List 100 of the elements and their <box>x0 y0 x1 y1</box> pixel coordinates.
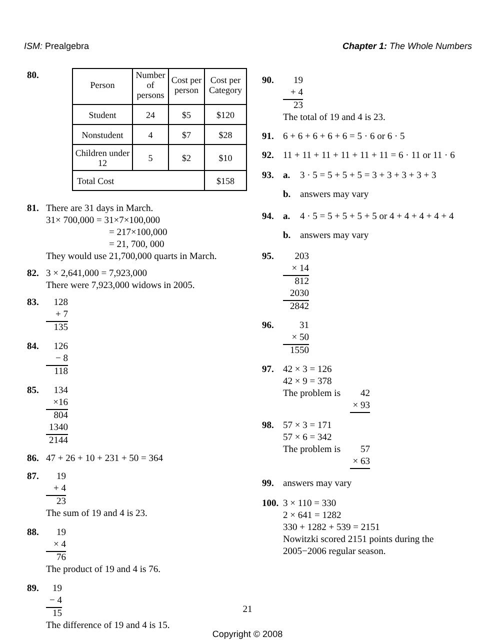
arithmetic-line: 19 <box>56 471 66 483</box>
arithmetic-line: × 50 <box>283 332 309 345</box>
equation: 3 × 2,641,000 = 7,923,000 <box>46 268 147 280</box>
problem-number: 91. <box>262 131 274 143</box>
arithmetic-line: 804 <box>52 410 68 422</box>
problem-number: 92. <box>262 150 274 162</box>
equation: 42 × 9 = 378 <box>283 376 332 388</box>
answer-text: The product of 19 and 4 is 76. <box>46 564 161 576</box>
arithmetic-line: + 4 <box>283 87 303 100</box>
arithmetic-line: 15 <box>52 608 62 620</box>
running-header: Chapter 1: The Whole Numbers <box>341 40 472 52</box>
equation: 3 · 5 = 5 + 5 + 5 = 3 + 3 + 3 + 3 + 3 <box>300 170 436 182</box>
arithmetic-line: 203 <box>294 251 309 263</box>
problem-number: 88. <box>27 527 39 539</box>
table-cell: $5 <box>182 110 191 120</box>
answer-text: The total of 19 and 4 is 23. <box>283 112 386 124</box>
table-cell: $28 <box>218 130 232 140</box>
page-number: 21 <box>242 604 254 616</box>
answer-text: answers may vary <box>300 230 369 242</box>
problem-number: 85. <box>27 385 39 397</box>
arithmetic-line: ×16 <box>46 397 68 410</box>
answer-text: answers may vary <box>283 478 352 490</box>
table-cell: Cost per Category <box>209 75 242 95</box>
table-cell: $7 <box>182 130 191 140</box>
arithmetic-line: − 8 <box>46 353 68 366</box>
part-letter: b. <box>283 230 291 242</box>
table-cell: $2 <box>182 152 191 162</box>
table-cell: Person <box>90 80 115 90</box>
answer-text: They would use 21,700,000 quarts in March. <box>46 251 217 263</box>
arithmetic-line: 42 <box>360 388 370 400</box>
arithmetic-line: 1340 <box>46 422 68 435</box>
arithmetic-line: 23 <box>56 496 66 508</box>
part-letter: a. <box>283 211 290 223</box>
equation: 42 × 3 = 126 <box>283 364 332 376</box>
arithmetic-line: 126 <box>52 341 68 353</box>
equation: 47 + 26 + 10 + 231 + 50 = 364 <box>46 453 164 465</box>
arithmetic-line: 31 <box>298 320 309 332</box>
arithmetic-line: 1550 <box>289 345 309 357</box>
running-header: ISM: Prealgebra <box>24 40 90 52</box>
problem-number: 90. <box>262 75 274 87</box>
problem-number: 96. <box>262 320 274 332</box>
table-cell: Total Cost <box>77 176 114 186</box>
problem-number: 94. <box>262 211 274 223</box>
arithmetic-line: 19 <box>56 527 66 539</box>
answer-text: There are 31 days in March. <box>46 203 154 215</box>
table-cell: 5 <box>148 152 153 162</box>
answer-text: Nowitzki scored 2151 points during the 2005−2006 regular season. <box>283 534 435 558</box>
equation: 57 × 3 = 171 <box>283 420 332 432</box>
problem-number: 99. <box>262 478 274 490</box>
equation: = 21, 700, 000 <box>109 239 164 251</box>
arithmetic-line: × 93 <box>350 400 370 413</box>
problem-number: 84. <box>27 341 39 353</box>
answer-text: The difference of 19 and 4 is 15. <box>46 620 170 632</box>
arithmetic-line: × 63 <box>350 456 370 469</box>
arithmetic-line: + 7 <box>46 309 68 322</box>
answer-text: The problem is <box>283 444 341 456</box>
equation: 11 + 11 + 11 + 11 + 11 + 11 = 6 · 11 or 11 · 6 <box>283 150 455 162</box>
problem-number: 98. <box>262 420 274 432</box>
table-cell: Number of persons <box>136 70 166 100</box>
table-cell: Cost per person <box>171 75 202 95</box>
arithmetic-line: 19 <box>52 583 62 595</box>
equation: 57 × 6 = 342 <box>283 432 332 444</box>
problem-number: 83. <box>27 297 39 309</box>
answer-text: There were 7,923,000 widows in 2005. <box>46 280 195 292</box>
equation: = 217×100,000 <box>109 227 168 239</box>
table-cell: Student <box>88 110 116 120</box>
arithmetic-line: 19 <box>292 75 303 87</box>
answer-text: The problem is <box>283 388 341 400</box>
problem-number: 95. <box>262 251 274 263</box>
equation: 2 × 641 = 1282 <box>283 510 342 522</box>
arithmetic-line: × 4 <box>46 539 66 552</box>
table-cell: $158 <box>216 176 234 186</box>
arithmetic-line: 23 <box>292 100 303 112</box>
arithmetic-line: 118 <box>53 366 68 378</box>
problem-number: 93. <box>262 170 274 182</box>
arithmetic-line: − 4 <box>46 595 62 608</box>
equation: 31× 700,000 = 31×7×100,000 <box>46 215 160 227</box>
arithmetic-line: 2144 <box>48 435 68 447</box>
arithmetic-line: 76 <box>56 552 66 564</box>
arithmetic-line: × 14 <box>283 263 309 276</box>
arithmetic-line: 134 <box>52 385 68 397</box>
copyright-notice: Copyright © 2008 <box>211 628 284 640</box>
problem-number: 89. <box>27 583 39 595</box>
problem-number: 87. <box>27 471 39 483</box>
table-cell: $120 <box>216 110 234 120</box>
problem-number: 82. <box>27 268 39 280</box>
part-letter: a. <box>283 170 290 182</box>
equation: 3 × 110 = 330 <box>283 498 336 510</box>
equation: 6 + 6 + 6 + 6 + 6 = 5 · 6 or 6 · 5 <box>283 131 405 143</box>
arithmetic-line: 812 <box>294 276 309 288</box>
arithmetic-line: 128 <box>52 297 68 309</box>
arithmetic-line: 135 <box>52 322 68 334</box>
problem-number: 86. <box>27 453 39 465</box>
table-cell: 4 <box>148 130 153 140</box>
problem-number: 81. <box>27 203 39 215</box>
arithmetic-line: 2030 <box>283 288 309 301</box>
equation: 4 · 5 = 5 + 5 + 5 + 5 or 4 + 4 + 4 + 4 + 4 <box>300 211 454 223</box>
problem-number: 80. <box>27 70 39 82</box>
problem-number: 100. <box>262 498 279 510</box>
answer-text: answers may vary <box>300 189 369 201</box>
